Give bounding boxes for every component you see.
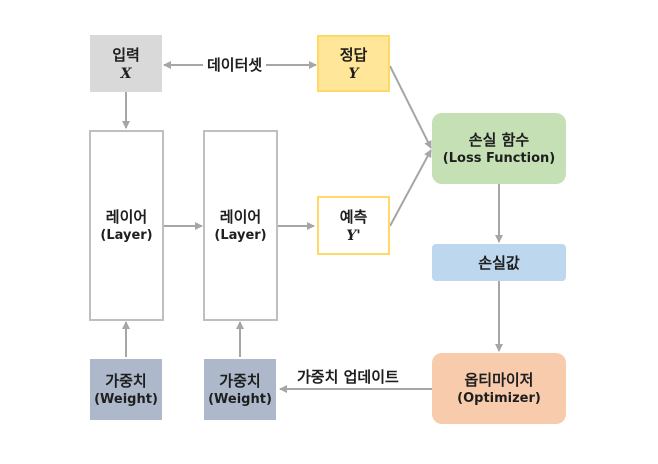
loss-function-node: 손실 함수 (Loss Function) [432, 113, 566, 184]
optimizer-sublabel: (Optimizer) [457, 390, 541, 406]
optimizer-label: 옵티마이저 [464, 370, 534, 389]
weight-1-node: 가중치 (Weight) [90, 359, 162, 420]
loss-function-label: 손실 함수 [468, 130, 530, 149]
layer-1-node: 레이어 (Layer) [89, 130, 164, 321]
prediction-node: 예측 Y' [317, 196, 390, 255]
answer-node: 정답 Y [317, 35, 390, 92]
weight-2-label: 가중치 [219, 371, 261, 390]
weight-2-node: 가중치 (Weight) [204, 359, 276, 420]
answer-label: 정답 [339, 45, 368, 64]
answer-to-loss-arrow [389, 65, 432, 149]
weight-2-sublabel: (Weight) [208, 391, 272, 407]
layer-1-sublabel: (Layer) [100, 227, 153, 243]
answer-variable: Y [348, 65, 359, 82]
input-label: 입력 [112, 45, 140, 64]
weight-1-sublabel: (Weight) [94, 391, 158, 407]
weight-update-label: 가중치 업데이트 [293, 366, 403, 387]
input-node: 입력 X [90, 35, 162, 92]
loss-function-sublabel: (Loss Function) [442, 150, 556, 166]
layer-2-label: 레이어 [219, 207, 262, 226]
layer-1-label: 레이어 [105, 207, 148, 226]
loss-value-node: 손실값 [432, 244, 566, 281]
dataset-label: 데이터셋 [203, 54, 267, 75]
weight-1-label: 가중치 [105, 371, 147, 390]
prediction-label: 예측 [339, 207, 368, 226]
layer-2-sublabel: (Layer) [214, 227, 267, 243]
loss-value-label: 손실값 [478, 253, 520, 272]
optimizer-node: 옵티마이저 (Optimizer) [432, 353, 566, 424]
input-variable: X [120, 65, 132, 82]
layer-2-node: 레이어 (Layer) [203, 130, 278, 321]
prediction-to-loss-arrow [389, 149, 432, 227]
prediction-variable: Y' [346, 227, 361, 244]
